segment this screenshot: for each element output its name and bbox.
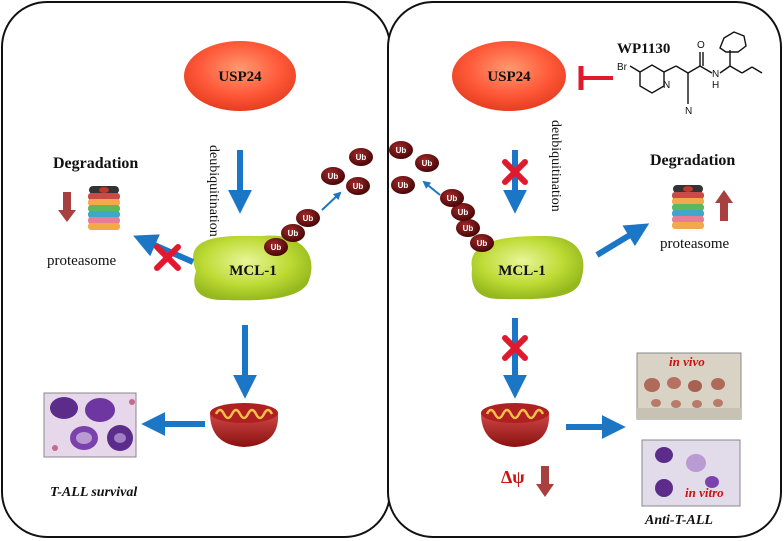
free-ubiquitin-left: Ub Ub Ub bbox=[321, 148, 373, 195]
ub-text: Ub bbox=[353, 182, 364, 191]
ubiquitin-bead bbox=[349, 148, 373, 166]
atom-label: N bbox=[712, 69, 719, 80]
ub-text: Ub bbox=[398, 181, 409, 190]
t-all-survival-caption: T-ALL survival bbox=[50, 485, 138, 500]
arrow-mcl1-to-proteasome-right bbox=[595, 223, 650, 258]
usp24-node-left bbox=[184, 41, 296, 111]
t-all-cells-image bbox=[43, 392, 137, 458]
usp24-label-right: USP24 bbox=[487, 69, 531, 85]
ub-text: Ub bbox=[271, 243, 282, 252]
mitochondrion-icon-left bbox=[210, 403, 279, 447]
atom-label: N bbox=[685, 106, 692, 117]
ub-text: Ub bbox=[396, 146, 407, 155]
ub-text: Ub bbox=[356, 153, 367, 162]
in-vitro-label: in vitro bbox=[685, 485, 724, 500]
ubiquitin-bead bbox=[451, 203, 475, 221]
degradation-label-left: Degradation bbox=[53, 155, 139, 172]
ubiquitin-bead bbox=[470, 234, 494, 252]
wp1130-label: WP1130 bbox=[617, 41, 670, 57]
ubiquitin-bead bbox=[321, 167, 345, 185]
free-ubiquitin-right: Ub Ub Ub bbox=[389, 141, 439, 194]
ubiquitin-bead bbox=[389, 141, 413, 159]
ub-text: Ub bbox=[447, 194, 458, 203]
ubiquitin-chain-right: Ub Ub Ub Ub bbox=[440, 189, 494, 252]
ubiquitin-chain-left: Ub Ub Ub bbox=[264, 209, 320, 256]
mitochondrion-icon-right bbox=[481, 403, 550, 447]
ub-text: Ub bbox=[477, 239, 488, 248]
atom-label: N bbox=[663, 80, 670, 91]
atom-label: H bbox=[712, 80, 719, 91]
ubiquitin-bead bbox=[296, 209, 320, 227]
ubiquitin-bead bbox=[264, 238, 288, 256]
deubiquitination-label-right: deubiquitination bbox=[548, 120, 563, 212]
usp24-label-left: USP24 bbox=[218, 69, 262, 85]
anti-t-all-caption: Anti-T-ALL bbox=[645, 513, 713, 528]
mcl1-label-right: MCL-1 bbox=[498, 263, 546, 279]
arrow-ub-right bbox=[422, 180, 441, 196]
block-x-icon bbox=[502, 159, 528, 185]
in-vivo-tumor-photo bbox=[636, 352, 742, 420]
ub-text: Ub bbox=[328, 172, 339, 181]
in-vivo-label: in vivo bbox=[669, 354, 705, 369]
deubiquitination-label-left: deubiquitination bbox=[206, 145, 221, 237]
ubiquitin-bead bbox=[415, 154, 439, 172]
usp24-node-right bbox=[452, 41, 566, 111]
increase-arrow-icon-right bbox=[715, 190, 733, 221]
block-x-icon bbox=[154, 244, 181, 271]
ubiquitin-bead bbox=[391, 176, 415, 194]
ub-text: Ub bbox=[458, 208, 469, 217]
ub-text: Ub bbox=[422, 159, 433, 168]
ubiquitin-bead bbox=[346, 177, 370, 195]
arrow-mcl1-to-proteasome-left bbox=[133, 234, 195, 265]
decrease-arrow-icon-mito bbox=[536, 466, 554, 497]
ubiquitin-bead bbox=[281, 224, 305, 242]
ub-text: Ub bbox=[303, 214, 314, 223]
atom-label: O bbox=[697, 40, 705, 51]
proteasome-icon-right bbox=[672, 185, 704, 229]
mcl1-node-right bbox=[471, 236, 584, 300]
arrow-ub-release-left bbox=[321, 191, 342, 211]
ub-text: Ub bbox=[288, 229, 299, 238]
ub-text: Ub bbox=[463, 224, 474, 233]
ubiquitin-bead bbox=[456, 219, 480, 237]
ubiquitin-bead bbox=[440, 189, 464, 207]
delta-psi-label: Δψ bbox=[501, 467, 525, 487]
proteasome-label-right: proteasome bbox=[660, 236, 730, 252]
in-vitro-cells-photo bbox=[641, 439, 741, 507]
wp1130-structure bbox=[629, 31, 763, 104]
degradation-label-right: Degradation bbox=[650, 152, 736, 169]
proteasome-label-left: proteasome bbox=[47, 253, 117, 269]
block-x-icon bbox=[502, 335, 528, 361]
proteasome-icon-left bbox=[88, 186, 120, 230]
atom-label: Br bbox=[617, 62, 628, 73]
mcl1-label-left: MCL-1 bbox=[229, 263, 277, 279]
decrease-arrow-icon-left bbox=[58, 192, 76, 222]
